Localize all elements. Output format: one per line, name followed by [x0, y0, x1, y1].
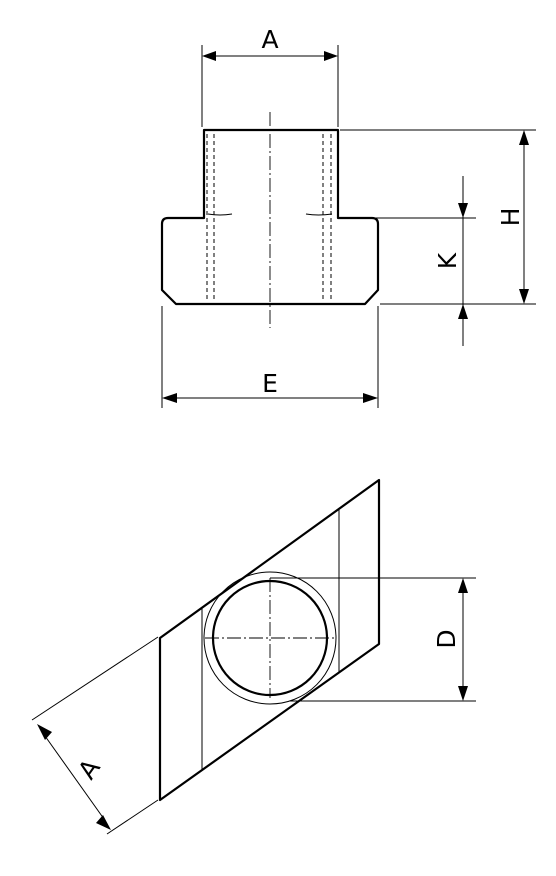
extension-line: [31, 636, 159, 721]
arrow-head: [363, 393, 378, 403]
side-view: A H K E: [160, 25, 536, 408]
arrow-head: [96, 815, 111, 830]
dimension-line-a-slanted: [44, 735, 105, 820]
dimension-label-e: E: [262, 369, 278, 398]
dimension-label-a-slanted: A: [72, 754, 106, 785]
flange-mark: [207, 213, 233, 216]
dimension-label-k: K: [433, 252, 462, 269]
arrow-head: [458, 304, 468, 319]
dimension-label-a-top: A: [261, 25, 278, 54]
arrow-head: [519, 130, 529, 145]
arrow-head: [202, 51, 216, 61]
extension-line: [106, 799, 159, 835]
dimension-label-h: H: [496, 208, 525, 227]
arrow-head: [37, 724, 52, 740]
flange-mark: [305, 213, 333, 216]
arrow-head: [458, 203, 468, 218]
arrow-head: [162, 393, 177, 403]
arrow-head: [458, 686, 468, 701]
top-view-outline: [158, 478, 381, 802]
arrow-head: [458, 578, 468, 593]
arrow-head: [324, 51, 338, 61]
top-view: D A: [31, 478, 476, 835]
bore-outer-circle: [203, 571, 337, 705]
arrow-head: [519, 289, 529, 304]
dimension-label-d: D: [432, 629, 461, 648]
